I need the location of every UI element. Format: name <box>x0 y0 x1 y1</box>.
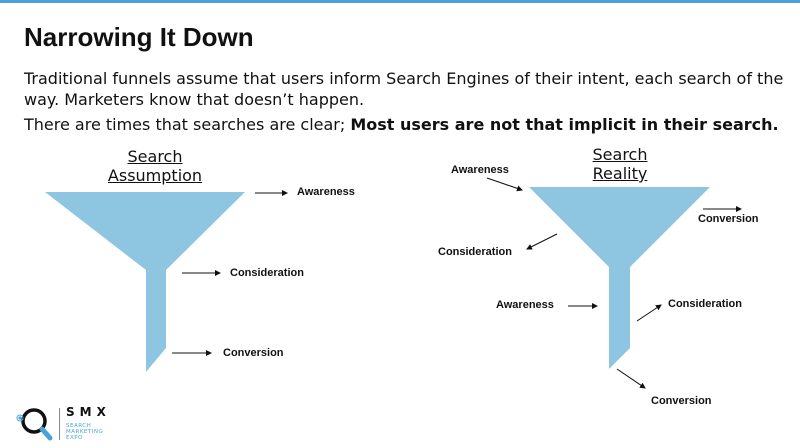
paragraph-text: There are times that searches are clear; <box>24 115 351 134</box>
smx-logo-magnifier-icon <box>16 408 53 441</box>
intro-paragraph: Traditional funnels assume that users in… <box>24 69 784 109</box>
right-funnel <box>529 187 710 369</box>
arrow <box>526 233 558 250</box>
right-label-awareness-top: Awareness <box>451 164 509 176</box>
right-label-conversion-top: Conversion <box>698 213 759 225</box>
right-label-conversion-bottom: Conversion <box>651 395 712 407</box>
logo-brand: SMX <box>66 405 111 419</box>
paragraph-bold-text: Most users are not that implicit in thei… <box>350 115 779 134</box>
right-label-awareness-stem: Awareness <box>496 299 554 311</box>
left-funnel <box>45 192 245 372</box>
top-accent-bar <box>0 0 800 3</box>
arrow <box>486 177 523 192</box>
left-label-awareness: Awareness <box>297 186 355 198</box>
logo-divider <box>59 408 60 440</box>
arrow <box>636 304 662 322</box>
arrow <box>616 368 646 389</box>
slide-title: Narrowing It Down <box>24 22 254 52</box>
right-label-consideration-right: Consideration <box>668 298 742 310</box>
left-label-consideration: Consideration <box>230 267 304 279</box>
left-label-conversion: Conversion <box>223 347 284 359</box>
emphasis-paragraph: There are times that searches are clear;… <box>24 114 794 135</box>
right-label-consideration-left: Consideration <box>438 246 512 258</box>
